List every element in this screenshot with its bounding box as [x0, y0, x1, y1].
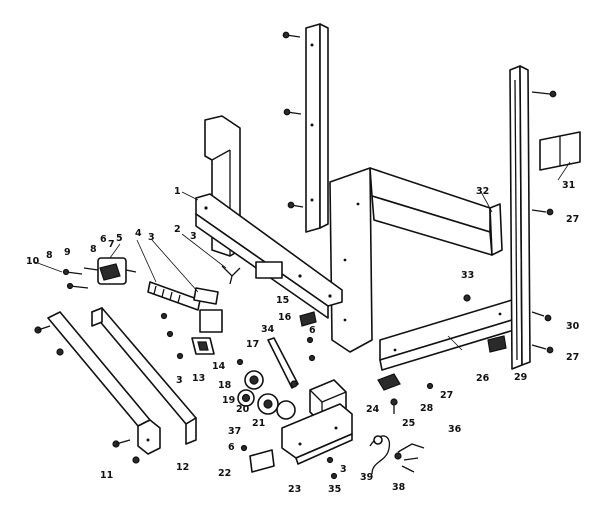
screw: [176, 352, 184, 360]
screw: [330, 472, 338, 480]
callout-16: 16: [278, 312, 292, 323]
callout-34: 34: [261, 324, 275, 335]
screw: [240, 444, 248, 452]
screw: [160, 312, 168, 320]
cover-plate: [249, 449, 275, 473]
screw: [326, 456, 334, 464]
callout-5: 5: [116, 233, 123, 244]
hook: [221, 265, 241, 285]
roller-clip: [299, 311, 317, 327]
callout-6: 6: [228, 442, 235, 453]
screw: [531, 208, 554, 216]
screw: [287, 201, 304, 209]
right-frame-box: [329, 167, 503, 353]
callout-3: 3: [176, 375, 183, 386]
bottom-cross-plate: [379, 299, 515, 371]
callout-18: 18: [218, 380, 232, 391]
screw: [463, 294, 471, 302]
right-top-bracket: [539, 131, 581, 171]
switch-plate: [199, 309, 223, 333]
screw: [426, 382, 434, 390]
callout-23: 23: [288, 484, 301, 495]
callout-38: 38: [392, 482, 406, 493]
callout-22: 22: [218, 468, 231, 479]
spring-rod: [147, 281, 201, 311]
callout-17: 17: [246, 339, 259, 350]
side-bracket-arm: [47, 311, 161, 455]
screw: [283, 108, 302, 116]
callout-32: 32: [476, 186, 489, 197]
screw: [132, 456, 140, 464]
callout-33: 33: [461, 270, 474, 281]
screw: [282, 31, 301, 39]
rear-vertical-post: [305, 23, 329, 233]
callout-labels: 1 2 3 3 3 3 4 5 6 6 6 7 8 8 9 10 11 12 1…: [26, 180, 580, 495]
gear-assembly: [237, 370, 296, 420]
callout-37: 37: [228, 426, 241, 437]
callout-3: 3: [148, 232, 155, 243]
callout-30: 30: [566, 321, 580, 332]
callout-13: 13: [192, 373, 205, 384]
callout-28: 28: [420, 403, 434, 414]
callout-11: 11: [100, 470, 113, 481]
front-cross-beam: [195, 193, 343, 319]
callout-20: 20: [236, 404, 250, 415]
screw: [531, 344, 554, 354]
screw: [308, 354, 316, 362]
screw: [306, 336, 314, 344]
callout-36: 36: [448, 424, 462, 435]
callout-3: 3: [190, 231, 197, 242]
callout-6: 6: [100, 234, 107, 245]
callout-14: 14: [212, 361, 226, 372]
lever-arm: [267, 337, 299, 389]
screw: [66, 282, 89, 290]
callout-12: 12: [176, 462, 189, 473]
callout-19: 19: [222, 395, 235, 406]
right-vertical-rail: [487, 65, 531, 370]
switch-bracket: [191, 337, 215, 355]
callout-1: 1: [174, 186, 181, 197]
callout-27: 27: [566, 214, 579, 225]
callout-27: 27: [566, 352, 579, 363]
screw: [531, 311, 552, 322]
screw: [166, 330, 174, 338]
screw: [112, 439, 131, 448]
callout-8: 8: [90, 244, 97, 255]
callout-21: 21: [252, 418, 265, 429]
callout-35: 35: [328, 484, 341, 495]
leader-lines: [34, 161, 571, 351]
callout-4: 4: [135, 228, 142, 239]
clip: [390, 398, 398, 414]
screw: [56, 348, 64, 356]
callout-15: 15: [276, 295, 289, 306]
callout-10: 10: [26, 256, 40, 267]
callout-2: 2: [174, 224, 181, 235]
callout-24: 24: [366, 404, 380, 415]
base-bracket: [281, 403, 353, 465]
callout-7: 7: [108, 239, 115, 250]
bracket: [193, 287, 219, 305]
callout-6: 6: [309, 325, 316, 336]
screw: [236, 358, 244, 366]
wire-harness: [369, 435, 425, 475]
callout-31: 31: [562, 180, 575, 191]
callout-29: 29: [514, 372, 527, 383]
callout-39: 39: [360, 472, 373, 483]
motor-assembly: [83, 257, 137, 285]
callout-27: 27: [440, 390, 453, 401]
long-side-bar: [91, 307, 197, 445]
screw: [62, 268, 83, 276]
clip: [377, 373, 401, 391]
callout-26: 26: [476, 373, 490, 384]
callout-9: 9: [64, 247, 71, 258]
screw: [531, 90, 557, 98]
callout-8: 8: [46, 250, 53, 261]
callout-25: 25: [402, 418, 415, 429]
callout-3: 3: [340, 464, 347, 475]
screw: [34, 325, 51, 334]
